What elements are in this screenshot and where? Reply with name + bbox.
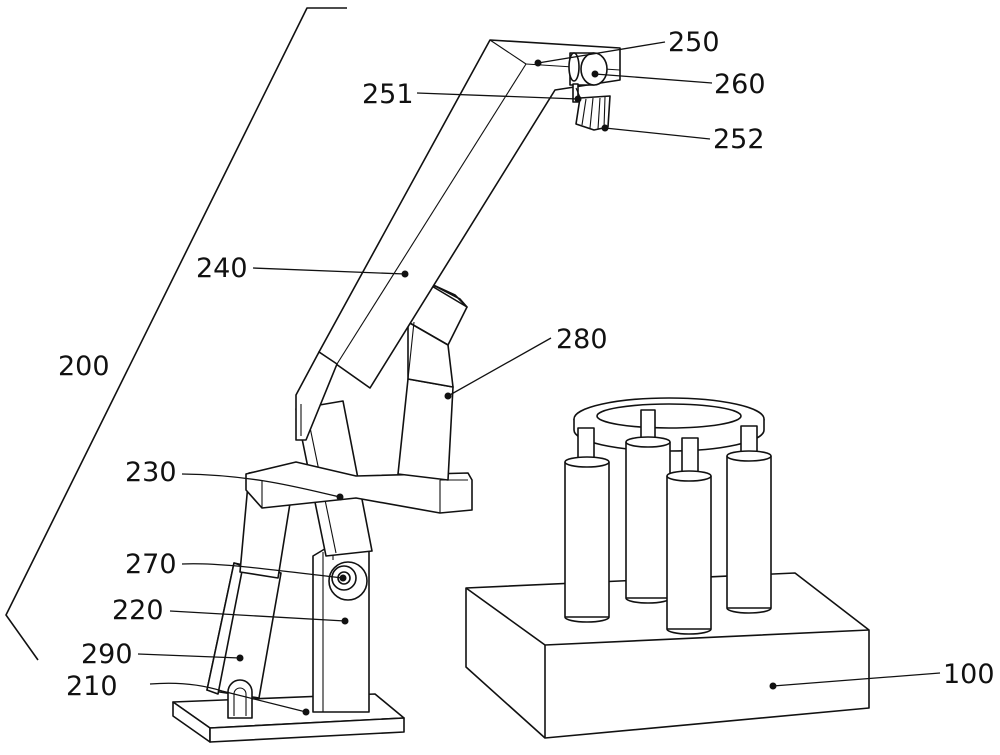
label-250: 250: [668, 27, 720, 58]
bearing-270: [329, 562, 367, 600]
label-100: 100: [943, 659, 995, 690]
label-260: 260: [714, 69, 766, 100]
cylinder-rack: [565, 398, 771, 634]
label-240: 240: [196, 253, 248, 284]
label-280: 280: [556, 324, 608, 355]
arm-240: [296, 40, 620, 440]
link-290: [207, 563, 281, 718]
label-200: 200: [58, 351, 110, 382]
label-220: 220: [112, 595, 164, 626]
label-290: 290: [81, 639, 133, 670]
label-270: 270: [125, 549, 177, 580]
motor-260: [569, 53, 607, 85]
label-230: 230: [125, 457, 177, 488]
label-210: 210: [66, 671, 118, 702]
label-252: 252: [713, 124, 765, 155]
label-251: 251: [362, 79, 414, 110]
